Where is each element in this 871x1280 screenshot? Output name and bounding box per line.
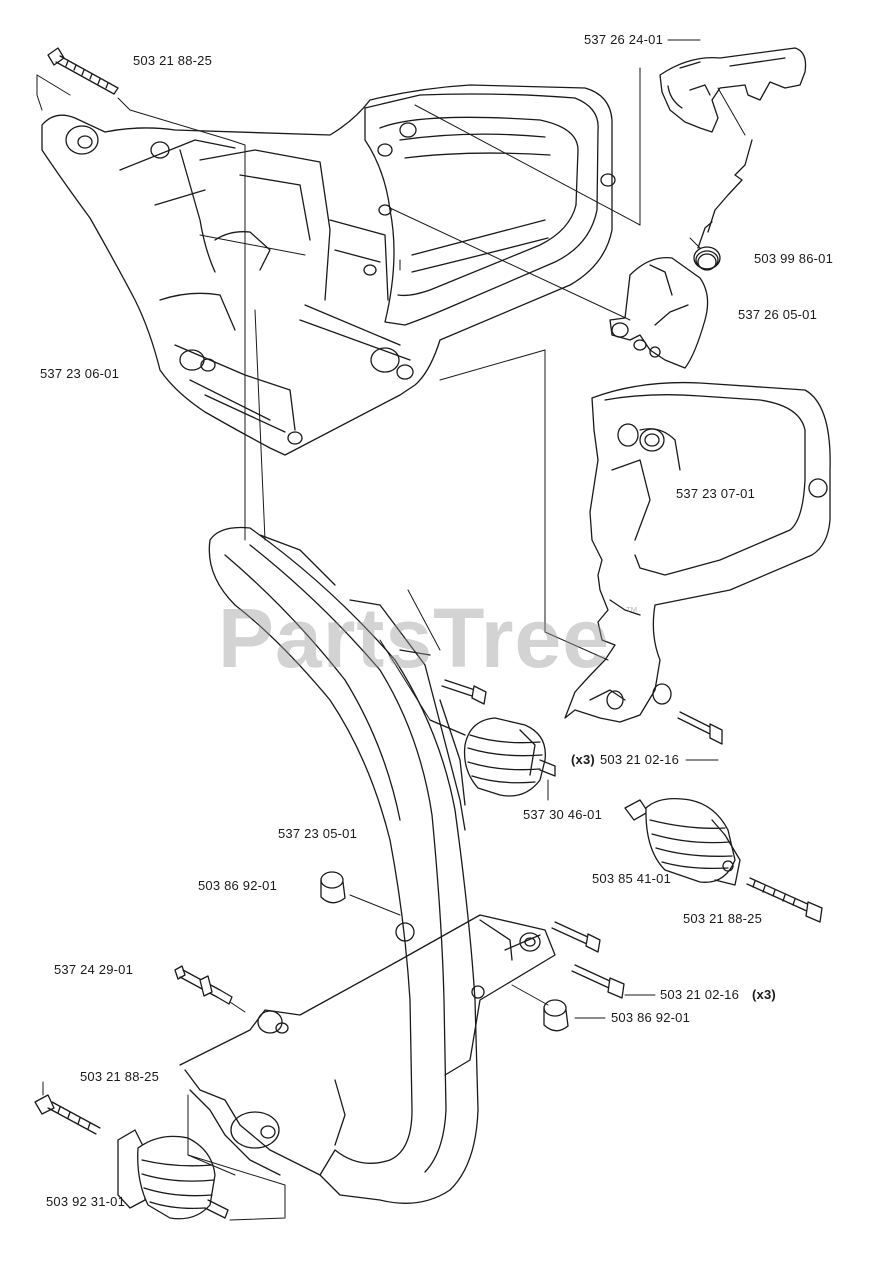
- label-handle-cover: 537 23 07-01: [676, 486, 756, 501]
- label-bolt-top: 503 21 88-25: [133, 53, 213, 68]
- front-handle-bar: [179, 526, 556, 1204]
- label-spring: 503 99 86-01: [754, 251, 834, 266]
- label-screw-cover-qty: (x3): [571, 752, 595, 767]
- label-pin: 537 24 29-01: [54, 962, 134, 977]
- label-bushing-right: 503 86 92-01: [611, 1010, 691, 1025]
- label-bolt-bottom: 503 21 88-25: [80, 1069, 160, 1084]
- label-throttle-lockout: 537 26 05-01: [738, 307, 818, 322]
- label-av-element-a: 537 30 46-01: [523, 807, 603, 822]
- screw-cover-right: [677, 711, 723, 745]
- av-element-bottom: [117, 1129, 229, 1220]
- throttle-trigger: [659, 47, 807, 133]
- bolt-right: [746, 877, 823, 923]
- label-throttle-trigger: 537 26 24-01: [584, 32, 664, 47]
- bushing-left: [320, 871, 346, 904]
- handle-cover: [564, 381, 831, 723]
- bolt-bottom-left: [34, 1094, 101, 1135]
- pin: [174, 965, 233, 1005]
- watermark: PartsTree: [218, 591, 610, 685]
- label-bushing-left: 503 86 92-01: [198, 878, 278, 893]
- av-element-center: [429, 717, 556, 797]
- screw-center: [441, 679, 487, 705]
- label-handle-housing: 537 23 06-01: [40, 366, 120, 381]
- av-element-right: [624, 797, 741, 886]
- screw-handle-pair: [551, 921, 625, 999]
- label-screw-handle-qty: (x3): [752, 987, 776, 1002]
- bushing-right: [543, 999, 569, 1032]
- label-av-element-b: 503 85 41-01: [592, 871, 672, 886]
- torsion-spring: [693, 139, 753, 271]
- label-screw-handle: 503 21 02-16: [660, 987, 740, 1002]
- label-av-element-c: 503 92 31-01: [46, 1194, 126, 1209]
- watermark-trademark: ™: [625, 604, 638, 619]
- bolt-top-left: [47, 47, 119, 95]
- rear-handle-housing: [41, 84, 616, 456]
- label-bolt-right: 503 21 88-25: [683, 911, 763, 926]
- label-front-handle: 537 23 05-01: [278, 826, 358, 841]
- leader-lines: [36, 39, 746, 1221]
- throttle-lockout: [609, 256, 709, 369]
- label-screw-cover: 503 21 02-16: [600, 752, 680, 767]
